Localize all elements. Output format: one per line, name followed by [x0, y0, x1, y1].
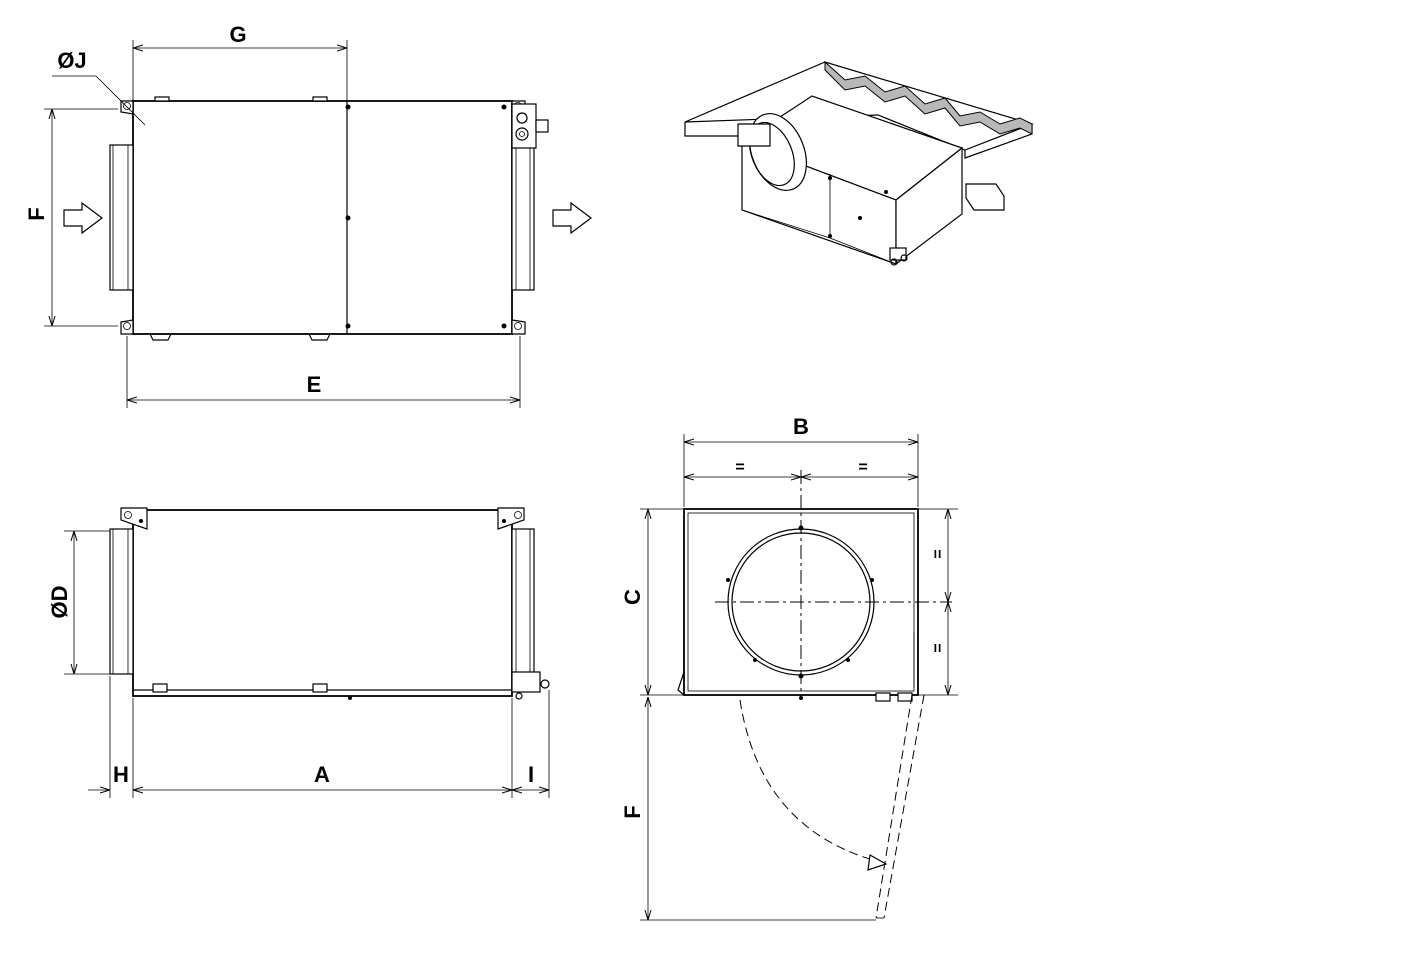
label-eq-c1: = — [930, 549, 947, 558]
label-f-top: F — [24, 207, 49, 220]
label-j: ØJ — [57, 48, 86, 73]
label-d: ØD — [47, 586, 72, 619]
label-eq-b2: = — [858, 459, 867, 476]
dimension-labels: G ØJ F E ØD H A I B = = C = = F — [24, 22, 947, 819]
label-h: H — [113, 762, 129, 787]
front-view — [677, 470, 952, 919]
front-view-dimensions — [640, 434, 958, 921]
top-view — [63, 96, 592, 341]
label-f-door: F — [620, 805, 645, 818]
label-eq-c2: = — [930, 643, 947, 652]
side-view-dimensions — [64, 530, 550, 798]
label-e: E — [307, 372, 322, 397]
label-c: C — [620, 589, 645, 605]
isometric-view — [684, 60, 1034, 266]
label-i: I — [528, 762, 534, 787]
label-a: A — [314, 762, 330, 787]
top-view-dimensions — [44, 40, 521, 408]
side-view — [109, 507, 550, 700]
label-eq-b1: = — [735, 459, 744, 476]
label-b: B — [793, 414, 809, 439]
label-g: G — [229, 22, 246, 47]
